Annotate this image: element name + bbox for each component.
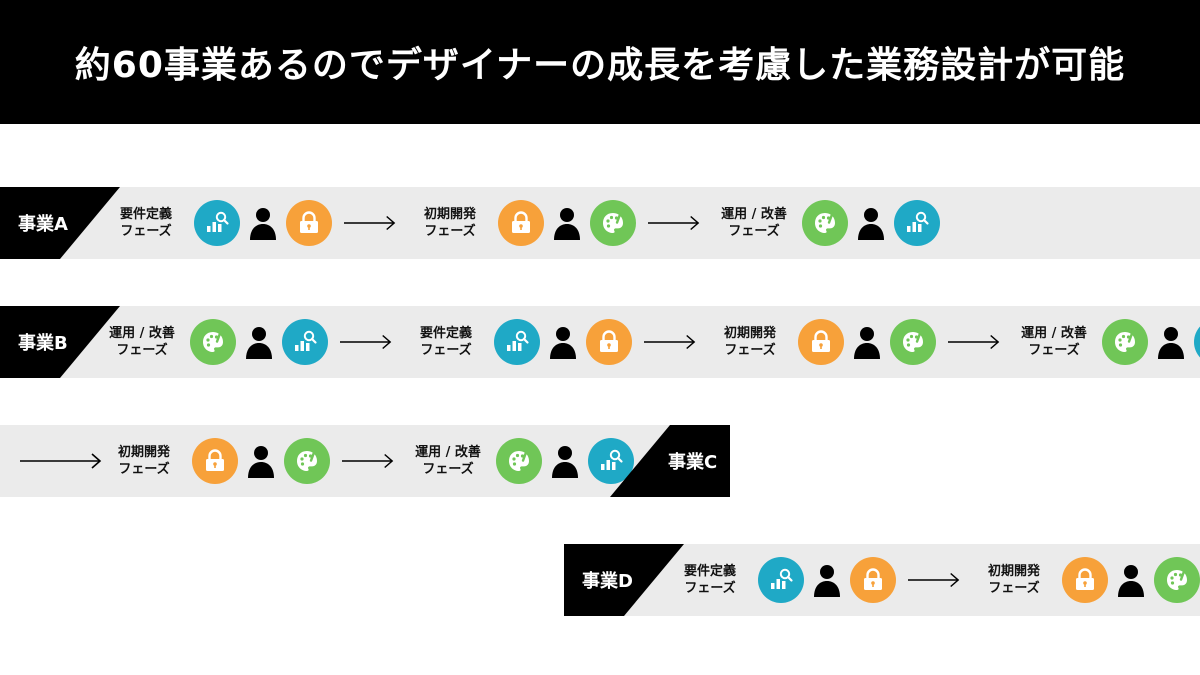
person-icon bbox=[1156, 324, 1186, 360]
padlock-icon bbox=[192, 438, 238, 484]
phase-label-requirements: 要件定義 フェーズ bbox=[683, 564, 736, 596]
business-tag-a: 事業A bbox=[0, 187, 120, 259]
person-icon bbox=[246, 443, 276, 479]
padlock-icon bbox=[1062, 557, 1108, 603]
paint-palette-icon bbox=[1154, 557, 1200, 603]
header-bar: 約60事業あるのでデザイナーの成長を考慮した業務設計が可能 bbox=[0, 0, 1200, 124]
chart-magnifier-icon bbox=[494, 319, 540, 365]
phase-label-initial-dev: 初期開発 フェーズ bbox=[423, 207, 476, 239]
person-icon bbox=[548, 324, 578, 360]
phase-label-operation: 運用 / 改善 フェーズ bbox=[721, 207, 787, 239]
business-row-a: 事業A 要件定義 フェーズ 初期開発 フェーズ 運用 / 改善 フェーズ bbox=[0, 187, 1200, 259]
chart-magnifier-icon bbox=[588, 438, 634, 484]
phase-label-initial-dev: 初期開発 フェーズ bbox=[723, 326, 776, 358]
chart-magnifier-icon bbox=[282, 319, 328, 365]
paint-palette-icon bbox=[1102, 319, 1148, 365]
phase-label-requirements: 要件定義 フェーズ bbox=[419, 326, 472, 358]
page-title: 約60事業あるのでデザイナーの成長を考慮した業務設計が可能 bbox=[74, 45, 1126, 86]
business-tag-d: 事業D bbox=[564, 544, 684, 616]
phase-label-operation: 運用 / 改善 フェーズ bbox=[415, 445, 481, 477]
person-icon bbox=[244, 324, 274, 360]
padlock-icon bbox=[286, 200, 332, 246]
person-icon bbox=[550, 443, 580, 479]
phase-label-operation: 運用 / 改善 フェーズ bbox=[109, 326, 175, 358]
padlock-icon bbox=[850, 557, 896, 603]
phase-label-initial-dev: 初期開発 フェーズ bbox=[987, 564, 1040, 596]
paint-palette-icon bbox=[284, 438, 330, 484]
business-row-c: 初期開発 フェーズ 運用 / 改善 フェーズ 事業C bbox=[0, 425, 730, 497]
arrow-right-icon bbox=[340, 332, 392, 352]
person-icon bbox=[552, 205, 582, 241]
business-row-b: 事業B 運用 / 改善 フェーズ 要件定義 フェーズ 初期開発 フェーズ 運用 … bbox=[0, 306, 1200, 378]
arrow-right-icon bbox=[344, 213, 396, 233]
arrow-right-icon bbox=[342, 451, 394, 471]
phase-label-initial-dev: 初期開発 フェーズ bbox=[117, 445, 170, 477]
person-icon bbox=[1116, 562, 1146, 598]
arrow-right-icon bbox=[948, 332, 1000, 352]
arrow-right-icon bbox=[648, 213, 700, 233]
arrow-right-icon bbox=[644, 332, 696, 352]
chart-magnifier-icon bbox=[894, 200, 940, 246]
padlock-icon bbox=[498, 200, 544, 246]
person-icon bbox=[852, 324, 882, 360]
chart-magnifier-icon bbox=[194, 200, 240, 246]
phase-label-requirements: 要件定義 フェーズ bbox=[119, 207, 172, 239]
padlock-icon bbox=[586, 319, 632, 365]
chart-magnifier-icon bbox=[1194, 319, 1200, 365]
phase-label-operation: 運用 / 改善 フェーズ bbox=[1021, 326, 1087, 358]
paint-palette-icon bbox=[190, 319, 236, 365]
arrow-right-icon bbox=[908, 570, 960, 590]
paint-palette-icon bbox=[496, 438, 542, 484]
padlock-icon bbox=[798, 319, 844, 365]
arrow-right-icon bbox=[20, 453, 102, 469]
paint-palette-icon bbox=[890, 319, 936, 365]
paint-palette-icon bbox=[590, 200, 636, 246]
chart-magnifier-icon bbox=[758, 557, 804, 603]
person-icon bbox=[248, 205, 278, 241]
paint-palette-icon bbox=[802, 200, 848, 246]
business-row-d: 事業D 要件定義 フェーズ 初期開発 フェーズ bbox=[564, 544, 1200, 616]
person-icon bbox=[812, 562, 842, 598]
person-icon bbox=[856, 205, 886, 241]
